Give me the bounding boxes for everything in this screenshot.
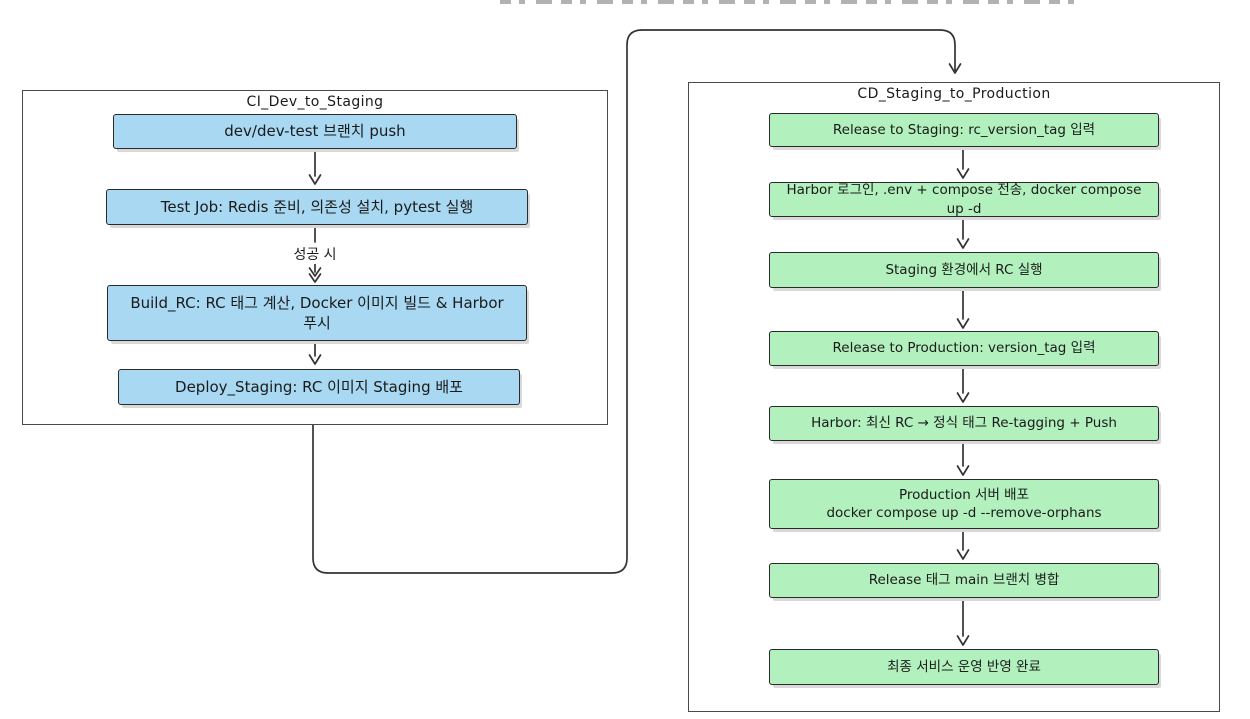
flow-node-merge-main: Release 태그 main 브랜치 병합 — [769, 563, 1159, 598]
subgraph-ci-dev-to-staging: CI_Dev_to_Staging dev/dev-test 브랜치 push … — [22, 90, 608, 425]
flow-node-build-rc: Build_RC: RC 태그 계산, Docker 이미지 빌드 & Harb… — [107, 285, 527, 341]
edge-label-on-success: 성공 시 — [290, 244, 340, 264]
flow-node-production-deploy: Production 서버 배포 docker compose up -d --… — [769, 479, 1159, 529]
flow-node-service-live: 최종 서비스 운영 반영 완료 — [769, 649, 1159, 685]
ci-to-cd-arrowhead — [948, 63, 962, 74]
flow-node-test-job: Test Job: Redis 준비, 의존성 설치, pytest 실행 — [106, 189, 528, 225]
subgraph-title: CD_Staging_to_Production — [857, 86, 1051, 102]
flow-node-release-to-production: Release to Production: version_tag 입력 — [769, 331, 1159, 366]
flow-node-dev-push: dev/dev-test 브랜치 push — [113, 114, 517, 149]
flow-node-harbor-login: Harbor 로그인, .env + compose 전송, docker co… — [769, 182, 1159, 217]
flow-node-staging-rc-run: Staging 환경에서 RC 실행 — [769, 252, 1159, 288]
subgraph-cd-staging-to-production: CD_Staging_to_Production Release to Stag… — [688, 82, 1220, 712]
flow-node-release-to-staging: Release to Staging: rc_version_tag 입력 — [769, 113, 1159, 147]
flow-node-deploy-staging: Deploy_Staging: RC 이미지 Staging 배포 — [118, 369, 520, 405]
clipped-edge-label-fragments — [500, 0, 1082, 4]
flow-node-harbor-retag: Harbor: 최신 RC → 정식 태그 Re-tagging + Push — [769, 406, 1159, 441]
subgraph-title: CI_Dev_to_Staging — [246, 94, 384, 110]
